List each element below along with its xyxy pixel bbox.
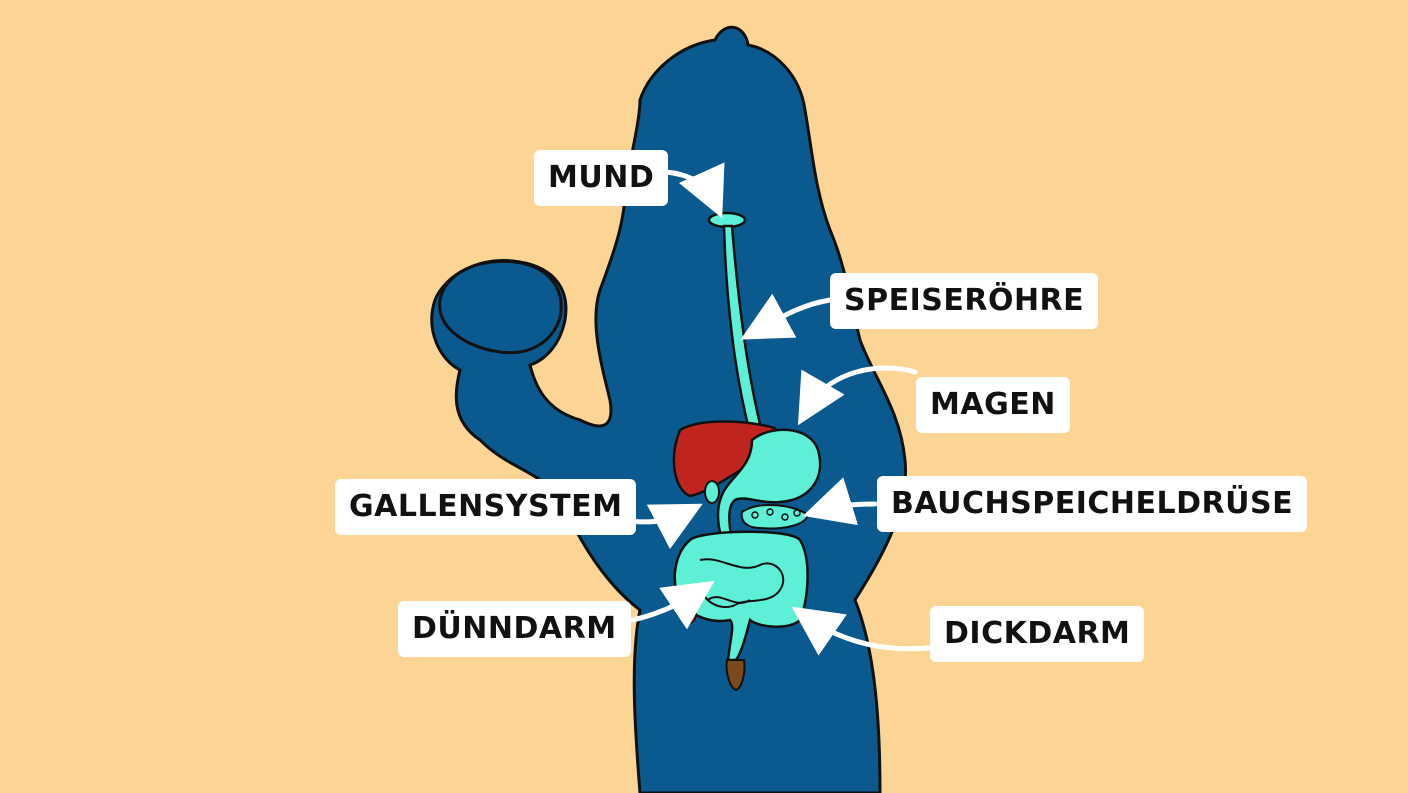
label-magen: MAGEN <box>916 377 1070 433</box>
arrow-dickdarm <box>791 606 931 656</box>
label-gallensystem: GALLENSYSTEM <box>335 479 637 535</box>
label-speiseroehre: SPEISERÖHRE <box>830 273 1099 329</box>
label-dickdarm: DICKDARM <box>930 606 1145 662</box>
label-mund: MUND <box>534 150 669 206</box>
intestines <box>673 530 809 662</box>
person-silhouette-icon <box>430 26 908 793</box>
arrow-bauchspeicheldruese <box>802 477 878 526</box>
label-duenndarm: DÜNNDARM <box>398 601 631 657</box>
apple-icon <box>438 259 563 355</box>
appendix <box>683 604 697 624</box>
stomach <box>716 428 822 542</box>
label-bauchspeicheldruese: BAUCHSPEICHELDRÜSE <box>877 476 1308 532</box>
pancreas <box>740 504 810 530</box>
arrow-speiseroehre <box>740 293 833 340</box>
arrow-magen <box>797 365 918 426</box>
gallbladder <box>704 480 720 504</box>
rectum <box>725 659 746 692</box>
